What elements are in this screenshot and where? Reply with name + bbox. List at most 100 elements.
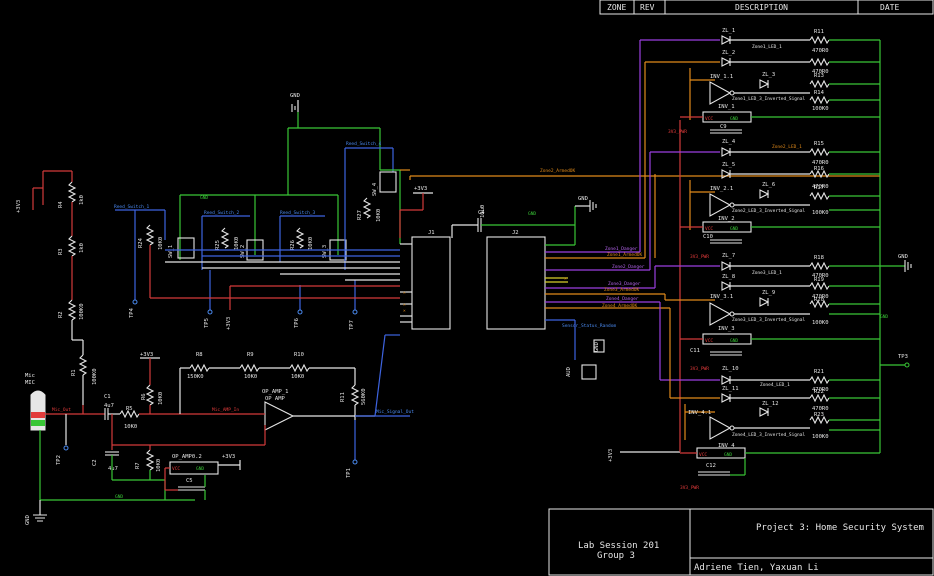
gnd-symbol-top [291, 104, 296, 112]
connector-j1 [411, 236, 451, 330]
inverter-inv2 [709, 193, 732, 217]
inv4-pin-vcc: VCC [699, 452, 707, 458]
resistor-r27 [362, 197, 372, 219]
c2-value: 4u7 [108, 466, 118, 472]
r16-right-val: 470R0 [812, 184, 829, 190]
mic-label-2: MIC [25, 380, 35, 386]
zl3-ref: ZL_3 [762, 72, 775, 78]
tp6-marker [297, 309, 303, 315]
zone-led-section: GND GND TP3 +3V3 ZL_1 ZL_2 Zone1_LED_1 R… [608, 28, 912, 491]
j1-ref: J1 [428, 230, 435, 236]
rev-header-description: DESCRIPTION [735, 3, 788, 12]
tp7-label: TP7 [349, 320, 355, 330]
tp4-label: TP4 [129, 307, 135, 318]
aud-block [581, 364, 597, 380]
gnd-symbol-left [33, 514, 47, 522]
r23-right-val: 100K0 [812, 434, 829, 440]
rev-header-zone: ZONE [607, 3, 626, 12]
r14-right-val: 100K0 [812, 106, 829, 112]
r19-right-val: 470R0 [812, 294, 829, 300]
led-zl5 [721, 169, 732, 179]
z3-vcc-tag: 3V3_PWR [690, 366, 709, 372]
r11-value: 560K0 [361, 388, 367, 405]
zone-4: ZL_10 ZL_11 Zone4_LED_1 R21 470R0 R22 47… [659, 302, 881, 491]
session-label: Lab Session 201 [578, 541, 659, 551]
resistor-r9 [239, 363, 260, 373]
resistor-r13-right [809, 79, 830, 89]
r22-right-val: 470R0 [812, 406, 829, 412]
group-label: Group 3 [597, 551, 635, 561]
nc-mark-3: × [403, 309, 406, 314]
z3-led1-net: Zone3_LED_1 [752, 270, 782, 276]
net-zone2-armed-top: Zone2_ArmedOK [540, 168, 576, 174]
r1-ref: R1 [71, 369, 77, 376]
sw4-ref: SW_4 [372, 182, 378, 196]
mic-label-1: Mic [25, 373, 35, 379]
sw1-ref: SW_1 [168, 245, 174, 258]
net-reed-1: Reed_Switch_1 [114, 204, 150, 210]
r14-right-ref: R14 [814, 90, 825, 96]
nc-mark-j2: × [564, 277, 567, 282]
zl9-ref: ZL_9 [762, 290, 775, 296]
r15-right-ref: R15 [814, 141, 824, 147]
resistor-r7 [145, 449, 155, 471]
inv4-unit: INV_4 [718, 443, 735, 449]
inv1-unit: INV_1 [718, 104, 735, 110]
mic-pin-gnd [31, 420, 45, 426]
supply-label-left: +3V3 [16, 200, 22, 213]
led-zl3 [759, 79, 770, 89]
tp2-marker [63, 445, 69, 451]
sw2-ref: SW_2 [240, 245, 246, 258]
r27-ref: R27 [357, 210, 363, 220]
r3-value: 1k0 [79, 243, 85, 253]
resistor-r14-right [809, 95, 830, 105]
inverter-inv3 [709, 302, 732, 326]
z4-vcc-tag: 3V3_PWR [680, 485, 699, 491]
mic-amplifier-section: +3V3 R4 1k0 R3 1k0 R2 100K0 R1 100K0 Mic… [16, 170, 414, 525]
zl8-ref: ZL_8 [722, 274, 735, 280]
r4-ref: R4 [58, 201, 64, 208]
r19-right-ref: R19 [814, 277, 824, 283]
r8-value: 150K0 [187, 374, 204, 380]
r7-value: 10K0 [156, 459, 162, 472]
opamp2-pin-gnd: GND [196, 466, 204, 472]
r18-right-ref: R18 [814, 255, 824, 261]
led-zl2 [721, 57, 732, 67]
resistor-r5 [119, 409, 140, 419]
tp2-label: TP2 [56, 455, 62, 465]
net-zone1-armed: Zone1_ArmedOK [607, 252, 643, 258]
zl6-ref: ZL_6 [762, 182, 775, 188]
r25-ref: R25 [215, 240, 221, 250]
led-zl7 [721, 261, 732, 271]
inv2-ref: INV_2.1 [710, 186, 733, 192]
resistor-r25 [220, 227, 230, 249]
c11-ref: C11 [690, 348, 700, 354]
zl10-ref: ZL_10 [722, 366, 739, 372]
net-gnd-mid: GND [200, 195, 208, 201]
inv2-pin-gnd: GND [730, 226, 738, 232]
resistor-r18-right [809, 261, 830, 271]
c9-ref: C9 [720, 124, 727, 130]
net-zone1-danger: Zone1_Danger [605, 246, 638, 252]
z1-led1-net: Zone1_LED_1 [752, 44, 782, 50]
revision-block: ZONE REV DESCRIPTION DATE [599, 0, 934, 15]
inv3-unit: INV_3 [718, 326, 735, 332]
net-mic-signal-out: Mic_Signal_Out [376, 409, 414, 415]
tp3-marker [904, 362, 910, 368]
resistor-r10 [289, 363, 310, 373]
gnd-label-left: GND [25, 515, 31, 525]
r4-value: 1k0 [79, 195, 85, 205]
switch-sw1 [177, 237, 195, 259]
connector-section: J1 J2 × × × +3V3 C4 10u0 GND GND Zone1_D… [399, 168, 880, 380]
inverter-inv1 [709, 81, 732, 105]
resistor-r1 [78, 354, 88, 376]
resistor-r20-right [809, 299, 830, 309]
r16-right-ref: R16 [814, 166, 824, 172]
resistor-r19-right [809, 281, 830, 291]
rev-header-rev: REV [640, 3, 655, 12]
opamp1-type: OP AMP [265, 396, 286, 402]
r7-ref: R7 [135, 462, 141, 469]
resistor-r11-right [809, 35, 830, 45]
zl11-ref: ZL_11 [722, 386, 739, 392]
c1-value: 4u7 [104, 403, 114, 409]
